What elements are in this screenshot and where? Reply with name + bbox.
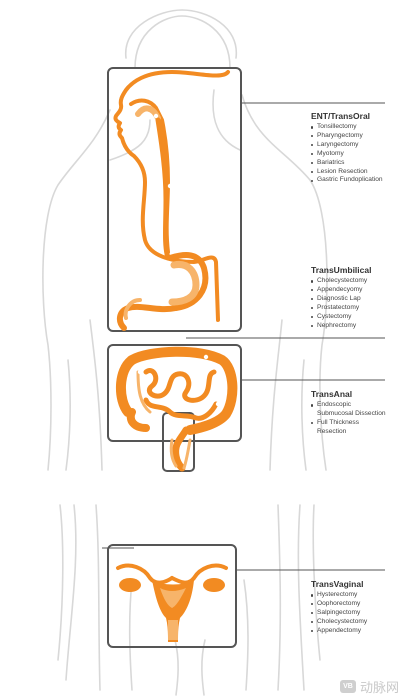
uterus [116,563,228,642]
list-item: Full Thickness Resection [311,419,403,437]
head-esophagus-stomach [113,70,230,331]
panel-transumbilical: TransUmbilical Cholecystectomy Appendecy… [311,265,403,330]
list-item: Nephrectomy [311,322,403,331]
panel-transoral: ENT/TransOral Tonsillectomy Pharyngectom… [311,111,403,185]
leader-lines [102,102,385,571]
list-item: Appendectomy [311,627,403,636]
panel-title: TransUmbilical [311,265,372,275]
list-item: Cystectomy [311,313,403,322]
rectum [169,426,192,472]
list-item: Cholecystectomy [311,618,403,627]
list-item: Salpingectomy [311,609,403,618]
list-item: Endoscopic Submucosal Dissection [311,401,403,419]
procedure-list: Endoscopic Submucosal Dissection Full Th… [311,401,403,437]
list-item: Prostatectomy [311,304,403,313]
panel-title: TransAnal [311,389,353,399]
list-item: Pharyngectomy [311,132,403,141]
upper-body-silhouette [42,9,328,471]
frame-transumbilical [107,344,242,442]
list-item: Cholecystectomy [311,277,403,286]
list-item: Diagnostic Lap [311,295,403,304]
list-item: Oophorectomy [311,600,403,609]
intestines [116,346,238,435]
list-item: Bariatrics [311,159,403,168]
procedure-list: Tonsillectomy Pharyngectomy Laryngectomy… [311,123,403,185]
list-item: Gastric Fundoplication [311,176,403,185]
list-item: Lesion Resection [311,168,403,177]
panel-transvaginal: TransVaginal Hysterectomy Oophorectomy S… [311,579,403,636]
procedure-list: Cholecystectomy Appendecyomy Diagnostic … [311,277,403,330]
frame-transvaginal [107,544,237,648]
panel-title: TransVaginal [311,579,364,589]
panel-title: ENT/TransOral [311,111,371,121]
watermark-text: 动脉网 [359,681,399,696]
list-item: Myotomy [311,150,403,159]
watermark-logo-icon: VB [339,680,356,693]
list-item: Hysterectomy [311,591,403,600]
list-item: Laryngectomy [311,141,403,150]
lower-body-silhouette [57,504,321,696]
watermark: VB 动脉网 [339,677,399,696]
procedure-list: Hysterectomy Oophorectomy Salpingectomy … [311,591,403,636]
panel-transanal: TransAnal Endoscopic Submucosal Dissecti… [311,389,403,437]
list-item: Tonsillectomy [311,123,403,132]
region-frames [107,67,242,648]
frame-transoral [107,67,242,332]
list-item: Appendecyomy [311,286,403,295]
